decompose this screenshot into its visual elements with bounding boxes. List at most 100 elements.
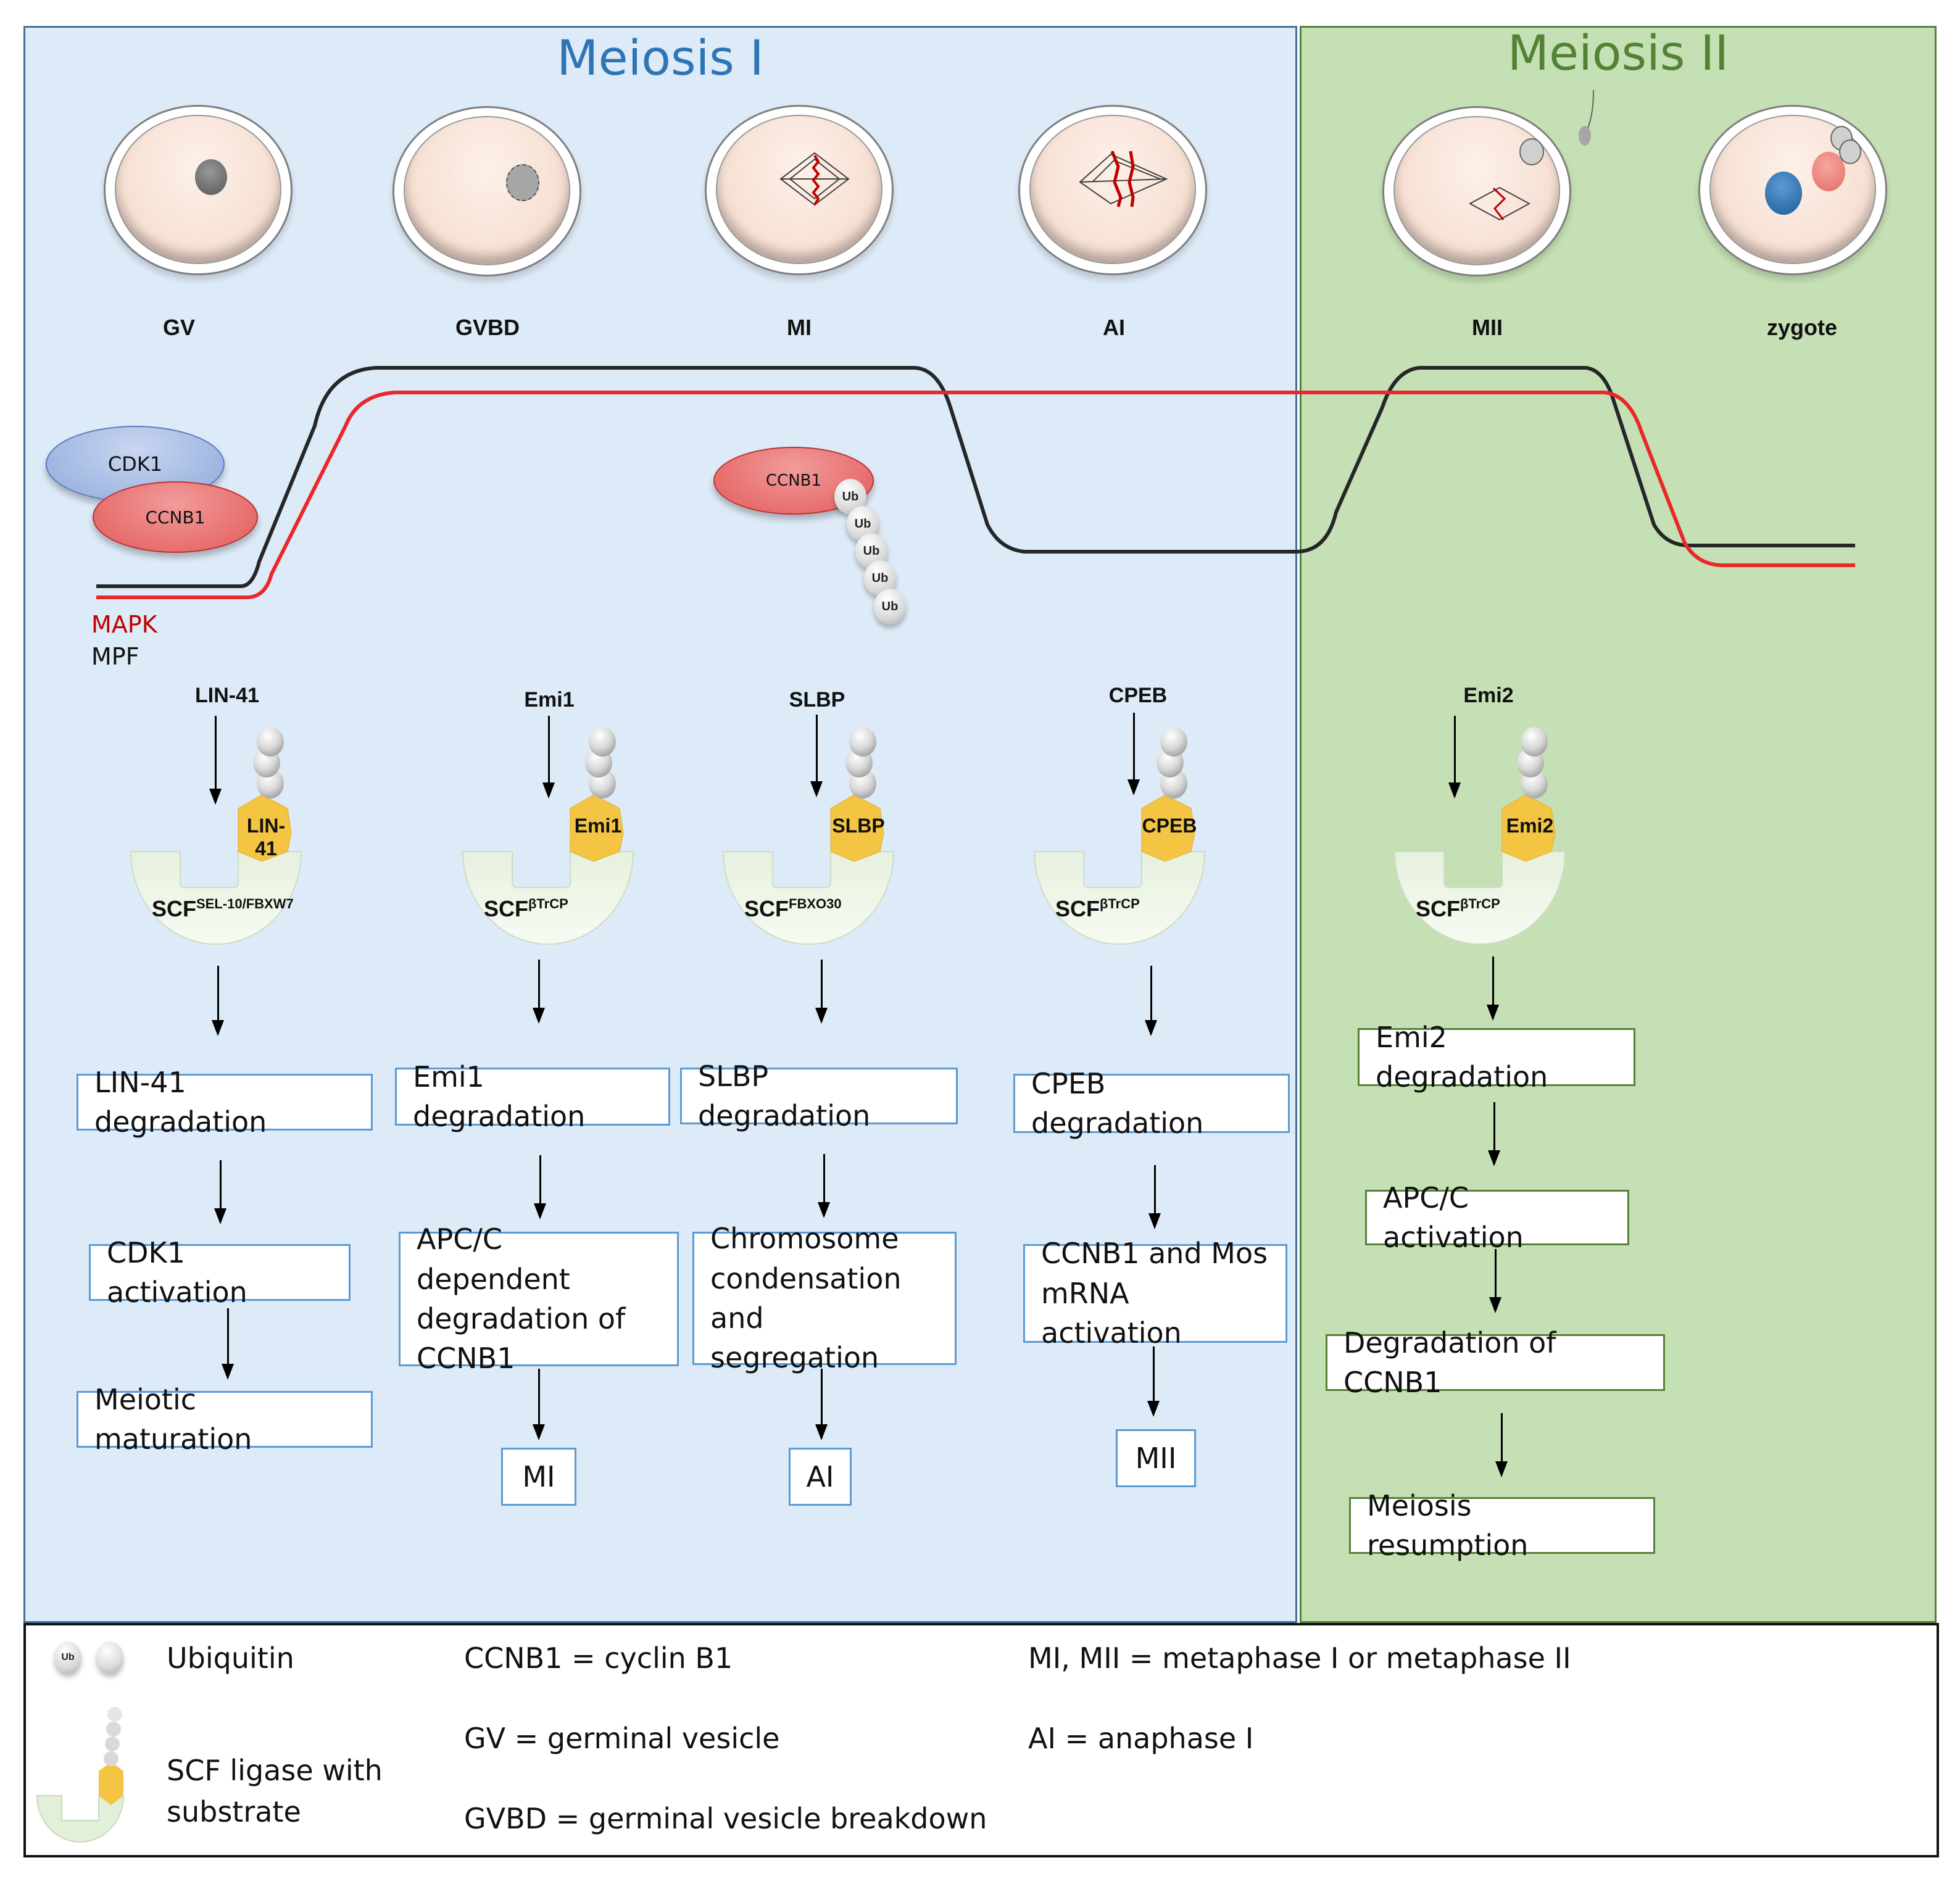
step-box: MII <box>1116 1429 1196 1487</box>
substrate-hexagon-label: Emi1 <box>574 815 622 837</box>
legend-mi-mii: MI, MII = metaphase I or metaphase II <box>1028 1641 1571 1675</box>
ccnb1-label: CCNB1 <box>145 507 206 528</box>
ligase-name: SCF <box>1055 896 1100 921</box>
substrate-label-emi1: Emi1 <box>524 688 575 712</box>
substrate-hexagon-label: SLBP <box>832 815 885 837</box>
ligase-label: SCFβTrCP <box>1416 896 1500 922</box>
substrate-label-emi2: Emi2 <box>1463 684 1514 707</box>
legend-ai: AI = anaphase I <box>1028 1722 1254 1755</box>
ligase-label: SCFβTrCP <box>484 896 568 922</box>
ligase-subunit: βTrCP <box>1100 896 1140 911</box>
step-box: Degradation of CCNB1 <box>1326 1326 1665 1399</box>
ligase-subunit: FBXO30 <box>789 896 842 911</box>
activity-curves <box>96 366 1855 599</box>
legend-scf-ligase: SCF ligase with substrate <box>167 1754 383 1828</box>
ubiquitin-legend-icon <box>96 1641 123 1674</box>
step-box: Meiosis resumption <box>1349 1489 1655 1562</box>
legend-ccnb1: CCNB1 = cyclin B1 <box>464 1641 733 1675</box>
arrow-icon <box>1148 1165 1161 1229</box>
mapk-label: MAPK <box>91 611 157 638</box>
stage-label-mi: MI <box>787 315 812 340</box>
step-box: Chromosome condensation and segregation <box>692 1222 957 1374</box>
stage-label-ai: AI <box>1103 315 1125 340</box>
arrow-icon <box>1489 1249 1501 1313</box>
arrow-icon <box>1495 1413 1508 1477</box>
step-box: SLBP degradation <box>680 1060 958 1132</box>
arrow-icon <box>815 960 828 1024</box>
step-box: CCNB1 and Mos mRNA activation <box>1023 1237 1287 1350</box>
arrow-icon <box>533 1369 545 1440</box>
stage-label-gv: GV <box>162 315 195 340</box>
scf-ligase-icon <box>462 727 634 945</box>
female-pronucleus <box>1812 152 1845 191</box>
substrate-label-slbp: SLBP <box>789 688 845 712</box>
ligase-subunit: βTrCP <box>1460 896 1500 911</box>
sperm-icon <box>1579 89 1594 146</box>
ligase-name: SCF <box>1416 896 1460 921</box>
step-box: AI <box>789 1448 852 1506</box>
mapk-curve <box>96 391 1855 599</box>
substrate-hexagon-label: CPEB <box>1142 815 1197 837</box>
scf-ligase-icon <box>1393 727 1566 945</box>
substrate-hexagon-label: Emi2 <box>1506 815 1554 837</box>
ligase-name: SCF <box>744 896 789 921</box>
ligase-label: SCFSEL-10/FBXW7 <box>152 896 294 922</box>
scf-ligase-legend-icon <box>36 1707 125 1843</box>
arrow-icon <box>818 1154 830 1218</box>
step-box: Emi1 degradation <box>395 1060 670 1133</box>
arrow-icon <box>1488 1102 1500 1166</box>
substrate-hexagon-label: LIN-41 <box>246 815 286 860</box>
ligase-name: SCF <box>484 896 528 921</box>
mpf-curve <box>96 366 1855 588</box>
polar-body-icon <box>1839 139 1861 164</box>
ligase-name: SCF <box>152 896 196 921</box>
stage-label-mii: MII <box>1472 315 1503 340</box>
step-box: CPEB degradation <box>1013 1067 1290 1140</box>
meiosis-i-title: Meiosis I <box>557 31 764 86</box>
step-box: APC/C activation <box>1365 1181 1629 1254</box>
step-box: LIN-41 degradation <box>77 1066 373 1139</box>
step-box: APC/C dependent degradation of CCNB1 <box>399 1222 679 1375</box>
ubiquitin-legend-icon: Ub <box>54 1641 81 1674</box>
scf-ligase-icon <box>1033 727 1206 945</box>
meiosis-ii-title: Meiosis II <box>1507 26 1729 81</box>
ligase-label: SCFβTrCP <box>1055 896 1140 922</box>
arrow-icon <box>542 716 555 799</box>
scf-ligase-icon <box>130 727 302 945</box>
arrow-icon <box>1127 713 1140 795</box>
arrow-icon <box>533 960 545 1024</box>
ligase-subunit: βTrCP <box>528 896 568 911</box>
scf-ligase-cpeb <box>1033 722 1218 960</box>
arrow-icon <box>212 966 224 1036</box>
male-pronucleus <box>1765 172 1802 215</box>
arrow-icon <box>1145 966 1157 1036</box>
ccnb1-label: CCNB1 <box>765 471 822 490</box>
arrow-icon <box>214 1160 226 1224</box>
arrow-icon <box>1487 957 1499 1021</box>
ligase-label: SCFFBXO30 <box>744 896 842 922</box>
stage-label-gvbd: GVBD <box>455 315 520 340</box>
scf-ligase-emi1 <box>462 722 647 960</box>
step-box: MI <box>501 1448 576 1506</box>
substrate-label-cpeb: CPEB <box>1108 684 1168 707</box>
polar-body-icon <box>1519 138 1544 165</box>
ubiquitin-icon: Ub <box>874 589 906 625</box>
ligase-subunit: SEL-10/FBXW7 <box>196 896 294 911</box>
arrow-icon <box>815 1369 828 1440</box>
step-box: CDK1 activation <box>89 1236 351 1309</box>
step-box: Meiotic maturation <box>77 1383 373 1456</box>
legend <box>23 1623 1939 1857</box>
step-box: Emi2 degradation <box>1358 1021 1635 1093</box>
cdk1-label: CDK1 <box>107 452 163 476</box>
mpf-label: MPF <box>91 643 139 670</box>
arrow-icon <box>534 1155 546 1219</box>
arrow-icon <box>1448 716 1461 799</box>
scf-ligase-slbp <box>722 722 907 960</box>
arrow-icon <box>209 716 222 805</box>
arrow-icon <box>1147 1347 1160 1417</box>
arrow-icon <box>810 715 823 797</box>
scf-ligase-icon <box>722 727 895 945</box>
legend-gv: GV = germinal vesicle <box>464 1722 780 1755</box>
scf-ligase-lin41 <box>130 722 315 960</box>
legend-ubiquitin: Ubiquitin <box>167 1641 294 1675</box>
